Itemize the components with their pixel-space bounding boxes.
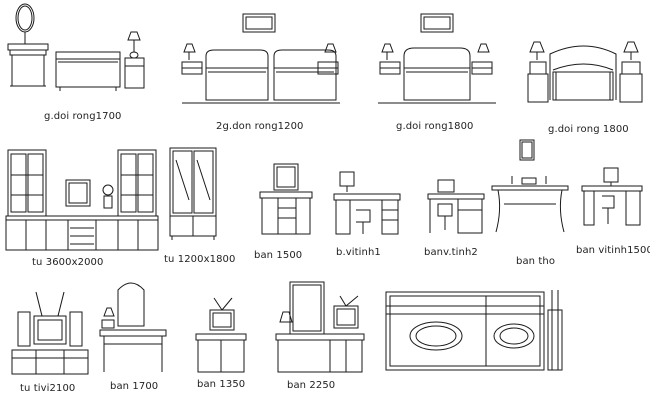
label-desk-1700: ban 1700	[110, 381, 159, 392]
computer-desk-2-drawing	[428, 180, 484, 233]
label-desk-1500: ban 1500	[254, 250, 303, 261]
desk-2250-drawing	[276, 282, 364, 372]
label-desk-1350: ban 1350	[197, 379, 246, 390]
desk-1500-drawing	[260, 164, 312, 234]
label-computer-desk-1: b.vitinh1	[336, 247, 381, 258]
desk-1350-drawing	[196, 298, 246, 372]
twin-beds-drawing	[182, 14, 340, 103]
label-bed-double-1700: g.doi rong1700	[44, 111, 122, 122]
desk-1700-drawing	[100, 283, 166, 372]
bed-1700-drawing	[56, 52, 120, 91]
computer-desk-1500-drawing	[582, 168, 642, 225]
label-bed-double-1800-b: g.doi rong 1800	[548, 124, 629, 135]
label-computer-desk-1500: ban vitinh1500	[576, 245, 650, 256]
altar-table-drawing	[492, 140, 568, 232]
label-wardrobe-1200: tu 1200x1800	[164, 254, 236, 265]
label-altar-table: ban tho	[516, 256, 556, 267]
label-twin-beds-1200: 2g.don rong1200	[216, 121, 304, 132]
label-bed-double-1800: g.doi rong1800	[396, 121, 474, 132]
label-tv-cabinet-2100: tu tivi2100	[20, 383, 76, 394]
tv-cabinet-drawing	[12, 292, 88, 374]
lamp-nightstand-drawing	[125, 32, 144, 88]
wardrobe-1200-drawing	[170, 148, 216, 240]
large-bed-elevation-drawing	[386, 290, 562, 370]
wardrobe-3600-drawing	[6, 150, 158, 250]
bed-1800-arched-drawing	[528, 42, 642, 102]
label-computer-desk-2: banv.tinh2	[424, 247, 478, 258]
bed-1800-front-drawing	[378, 14, 496, 103]
label-desk-2250: ban 2250	[287, 380, 336, 391]
computer-desk-1-drawing	[334, 172, 400, 234]
label-wardrobe-3600: tu 3600x2000	[32, 257, 104, 268]
dressing-table-drawing	[8, 4, 48, 86]
